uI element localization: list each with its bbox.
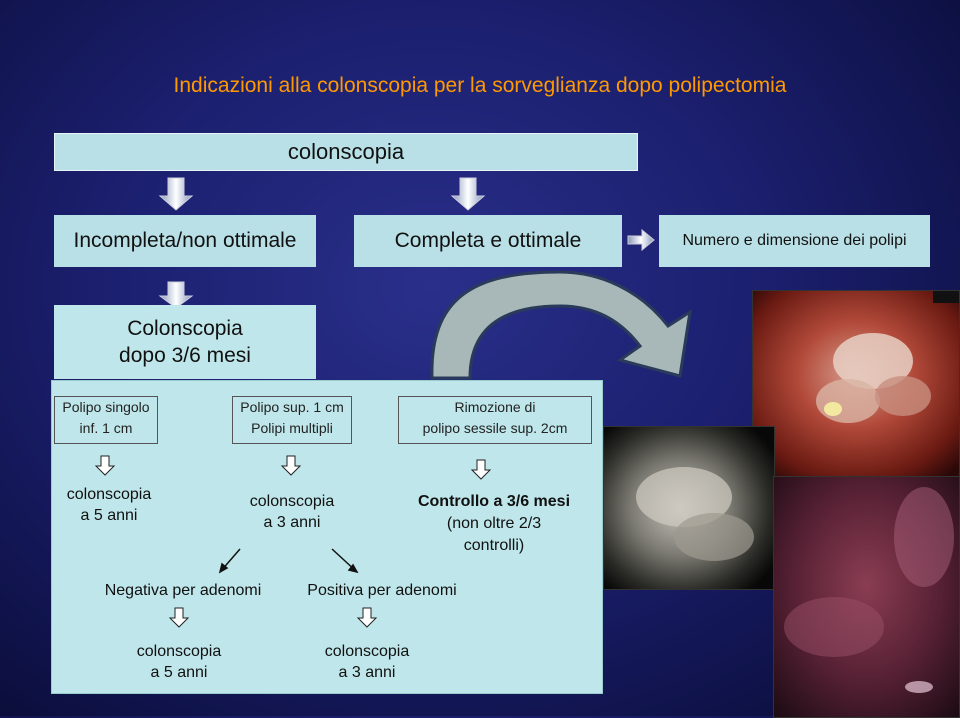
rimozione-line1: Rimozione di [454, 399, 536, 415]
controllo-line2: (non oltre 2/3 [446, 515, 542, 532]
result-3-anni-line1: colonscopia [249, 493, 335, 510]
rimozione-box: Rimozione di polipo sessile sup. 2cm [398, 396, 592, 444]
rimozione-line2: polipo sessile sup. 2cm [422, 420, 568, 436]
completa-box: Completa e ottimale [354, 215, 622, 267]
down-arrow-icon [158, 177, 194, 211]
result-5-anni: colonscopia a 5 anni [54, 484, 164, 526]
outline-down-arrow-icon [470, 459, 492, 480]
final-5-anni: colonscopia a 5 anni [124, 641, 234, 683]
polipo-sup-line1: Polipo sup. 1 cm [240, 399, 344, 415]
page-title: Indicazioni alla colonscopia per la sorv… [173, 74, 787, 97]
polipo-singolo-line2: inf. 1 cm [79, 420, 133, 436]
result-3-anni: colonscopia a 3 anni [232, 491, 352, 533]
final-3-anni-line2: a 3 anni [338, 664, 396, 681]
result-5-anni-line2: a 5 anni [80, 507, 138, 524]
polipo-sup-box: Polipo sup. 1 cm Polipi multipli [232, 396, 352, 444]
numero-box: Numero e dimensione dei polipi [659, 215, 930, 267]
endoscopy-photo-3 [773, 476, 960, 718]
endoscopy-photo-1 [752, 290, 960, 478]
final-5-anni-line1: colonscopia [136, 643, 222, 660]
final-3-anni: colonscopia a 3 anni [312, 641, 422, 683]
right-arrow-icon [627, 228, 655, 252]
result-5-anni-line1: colonscopia [66, 486, 152, 503]
positiva-label: Positiva per adenomi [307, 582, 457, 599]
outline-down-arrow-icon [356, 607, 378, 628]
incompleta-box: Incompleta/non ottimale [54, 215, 316, 267]
outline-down-arrow-icon [168, 607, 190, 628]
colonscopia-box: colonscopia [54, 133, 638, 171]
final-5-anni-line2: a 5 anni [150, 664, 208, 681]
final-3-anni-line1: colonscopia [324, 643, 410, 660]
colonscopia-dopo-box: Colonscopia dopo 3/6 mesi [54, 305, 316, 379]
result-3-anni-line2: a 3 anni [263, 514, 321, 531]
down-arrow-icon [450, 177, 486, 211]
controllo-line1: Controllo a 3/6 mesi [417, 493, 571, 510]
dopo-line2: dopo 3/6 mesi [119, 344, 251, 367]
curved-arrow-icon [430, 270, 692, 380]
dopo-line1: Colonscopia [127, 317, 243, 340]
controllo-line3: controlli) [463, 537, 525, 554]
polipo-sup-line2: Polipi multipli [251, 420, 333, 436]
outline-down-arrow-icon [280, 455, 302, 476]
controllo-text: Controllo a 3/6 mesi (non oltre 2/3 cont… [396, 491, 592, 557]
polipo-singolo-box: Polipo singolo inf. 1 cm [54, 396, 158, 444]
outline-down-arrow-icon [94, 455, 116, 476]
down-arrow-icon [158, 281, 194, 309]
negativa-label: Negativa per adenomi [104, 582, 262, 599]
polipo-singolo-line1: Polipo singolo [62, 399, 150, 415]
endoscopy-photo-2 [603, 426, 775, 590]
